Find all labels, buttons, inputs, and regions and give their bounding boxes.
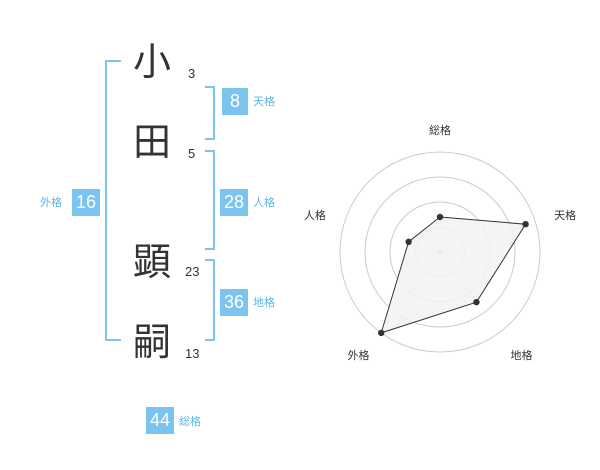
radar-point-4 [378,329,385,337]
soukaku-label: 総格 [179,415,201,428]
chikaku-bracket [205,259,215,341]
gaikaku-label: 外格 [40,196,62,209]
gaikaku-bracket [105,60,121,341]
radar-point-2 [522,220,529,228]
jinkaku-value-badge: 28 [220,189,248,216]
name-char-2: 田 [132,120,171,164]
jinkaku-label: 人格 [253,196,275,209]
radar-axis-label-4: 外格 [348,348,370,362]
radar-point-3 [473,298,480,306]
radar-point-5 [405,238,412,246]
stroke-count-3: 23 [185,264,200,279]
stroke-count-4: 13 [185,346,200,361]
chikaku-label: 地格 [253,296,275,309]
gaikaku-value-badge: 16 [72,189,100,216]
radar-points [378,213,529,337]
radar-ring-4 [339,151,541,353]
stroke-count-2: 5 [188,146,196,161]
radar-axis-label-1: 総格 [429,123,451,137]
soukaku-value-badge: 44 [146,407,174,434]
radar-axis-label-3: 地格 [511,348,533,362]
radar-point-1 [436,213,444,221]
chikaku-value-badge: 36 [220,289,248,316]
name-char-3: 顕 [132,240,171,284]
radar-ring-3 [364,176,516,328]
name-char-4: 嗣 [132,320,171,364]
tenkaku-value-badge: 8 [222,88,248,115]
tenkaku-label: 天格 [253,95,275,108]
tenkaku-bracket [205,86,215,140]
jinkaku-bracket [205,150,215,250]
radar-axis-label-2: 天格 [554,208,576,222]
radar-axis-label-5: 人格 [304,208,326,222]
radar-data-area [380,216,527,334]
stroke-count-1: 3 [188,66,196,81]
name-char-1: 小 [132,40,171,84]
